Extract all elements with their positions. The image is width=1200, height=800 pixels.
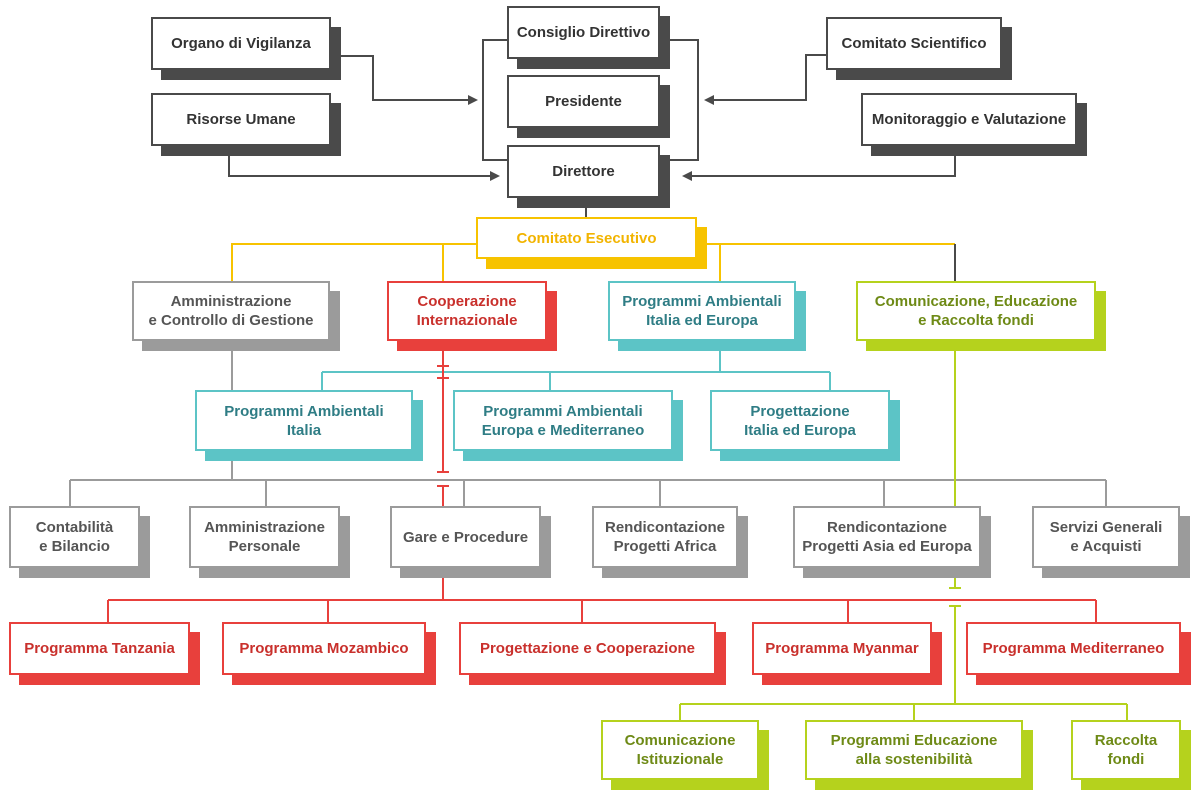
comunicazione-istituzionale-box: Comunicazione Istituzionale: [601, 720, 759, 780]
programmi-ambientali-em-label: Programmi Ambientali Europa e Mediterran…: [481, 402, 645, 439]
amministrazione-personale-box: Amministrazione Personale: [189, 506, 340, 568]
programmi-ambientali-italia-box: Programmi Ambientali Italia: [195, 390, 413, 451]
progettazione-cooperazione-label: Progettazione e Cooperazione: [479, 640, 696, 657]
contabilita-bilancio-box: Contabilità e Bilancio: [9, 506, 140, 568]
organo-vigilanza-label: Organo di Vigilanza: [171, 35, 311, 52]
raccolta-fondi-label: Raccolta fondi: [1094, 732, 1158, 768]
direttore-box: Direttore: [507, 145, 660, 198]
risorse-umane-box: Risorse Umane: [151, 93, 331, 146]
gare-procedure-box: Gare e Procedure: [390, 506, 541, 568]
servizi-generali-label: Servizi Generali e Acquisti: [1049, 519, 1163, 555]
connector-risorse-direttore: [228, 155, 492, 177]
programmi-educazione-box: Programmi Educazione alla sostenibilità: [805, 720, 1023, 780]
arrowhead: [682, 171, 692, 181]
programmi-ambientali-ie-label: Programmi Ambientali Italia ed Europa: [622, 293, 782, 329]
amministrazione-personale-label: Amministrazione Personale: [204, 519, 325, 555]
programmi-educazione-label: Programmi Educazione alla sostenibilità: [830, 732, 998, 768]
progettazione-ie-label: Progettazione Italia ed Europa: [744, 402, 856, 439]
comitato-scientifico-box: Comitato Scientifico: [826, 17, 1002, 70]
programma-myanmar-box: Programma Myanmar: [752, 622, 932, 675]
connector-scientifico-presidente: [712, 54, 826, 101]
arrowhead: [704, 95, 714, 105]
programma-tanzania-box: Programma Tanzania: [9, 622, 190, 675]
consiglio-direttivo-label: Consiglio Direttivo: [516, 24, 651, 41]
connector-consiglio-bracket-left: [482, 39, 508, 161]
progettazione-ie-box: Progettazione Italia ed Europa: [710, 390, 890, 451]
connectors-cooperazione: [107, 342, 1097, 622]
presidente-label: Presidente: [545, 93, 622, 110]
arrowhead: [468, 95, 478, 105]
risorse-umane-label: Risorse Umane: [186, 111, 296, 128]
comitato-esecutivo-label: Comitato Esecutivo: [516, 229, 657, 247]
connectors-programmi: [321, 342, 831, 390]
cooperazione-internazionale-label: Cooperazione Internazionale: [416, 293, 518, 329]
amministrazione-controllo-box: Amministrazione e Controllo di Gestione: [132, 281, 330, 341]
connector-vigilanza-presidente: [330, 55, 470, 101]
comunicazione-educazione-box: Comunicazione, Educazione e Raccolta fon…: [856, 281, 1096, 341]
amministrazione-controllo-label: Amministrazione e Controllo di Gestione: [148, 293, 314, 329]
programmi-ambientali-ie-box: Programmi Ambientali Italia ed Europa: [608, 281, 796, 341]
comitato-esecutivo-box: Comitato Esecutivo: [476, 217, 697, 259]
rendicontazione-asia-europa-box: Rendicontazione Progetti Asia ed Europa: [793, 506, 981, 568]
programma-mediterraneo-box: Programma Mediterraneo: [966, 622, 1181, 675]
connectors-governance: [228, 39, 956, 217]
comitato-scientifico-label: Comitato Scientifico: [841, 35, 987, 52]
gare-procedure-label: Gare e Procedure: [402, 528, 529, 546]
programma-mediterraneo-label: Programma Mediterraneo: [982, 640, 1165, 657]
connector-consiglio-bracket-right: [670, 39, 699, 161]
programma-myanmar-label: Programma Myanmar: [765, 640, 919, 657]
arrowhead: [490, 171, 500, 181]
connectors-esecutivo: [231, 243, 955, 282]
connectors-amministrazione: [69, 342, 1107, 506]
consiglio-direttivo-box: Consiglio Direttivo: [507, 6, 660, 59]
programmi-ambientali-italia-label: Programmi Ambientali Italia: [224, 402, 384, 439]
monitoraggio-valutazione-box: Monitoraggio e Valutazione: [861, 93, 1077, 146]
programma-mozambico-box: Programma Mozambico: [222, 622, 426, 675]
comunicazione-istituzionale-label: Comunicazione Istituzionale: [624, 732, 736, 768]
contabilita-bilancio-label: Contabilità e Bilancio: [35, 519, 114, 555]
comunicazione-educazione-label: Comunicazione, Educazione e Raccolta fon…: [874, 293, 1078, 329]
programma-tanzania-label: Programma Tanzania: [24, 640, 175, 657]
rendicontazione-africa-box: Rendicontazione Progetti Africa: [592, 506, 738, 568]
connector-esecutivo-right: [698, 243, 721, 282]
progettazione-cooperazione-box: Progettazione e Cooperazione: [459, 622, 716, 675]
presidente-box: Presidente: [507, 75, 660, 128]
programmi-ambientali-em-box: Programmi Ambientali Europa e Mediterran…: [453, 390, 673, 451]
rendicontazione-asia-europa-label: Rendicontazione Progetti Asia ed Europa: [802, 519, 972, 555]
cooperazione-internazionale-box: Cooperazione Internazionale: [387, 281, 547, 341]
servizi-generali-box: Servizi Generali e Acquisti: [1032, 506, 1180, 568]
raccolta-fondi-box: Raccolta fondi: [1071, 720, 1181, 780]
direttore-label: Direttore: [552, 163, 615, 180]
connector-esecutivo-left: [231, 243, 476, 282]
monitoraggio-valutazione-label: Monitoraggio e Valutazione: [871, 111, 1067, 128]
connector-monitoraggio-direttore: [690, 150, 956, 177]
programma-mozambico-label: Programma Mozambico: [239, 640, 409, 657]
organo-vigilanza-box: Organo di Vigilanza: [151, 17, 331, 70]
rendicontazione-africa-label: Rendicontazione Progetti Africa: [604, 519, 725, 555]
